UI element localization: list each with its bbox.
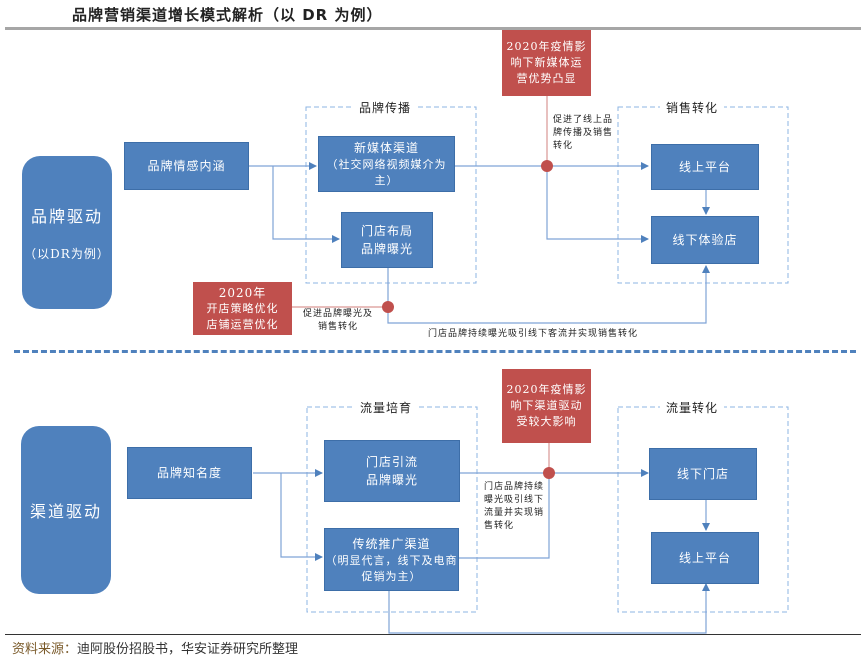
driver-channel: 渠道驱动 — [21, 426, 111, 594]
node-brand-awareness: 品牌知名度 — [127, 447, 252, 499]
note-store-traffic-conversion: 门店品牌持续曝光吸引线下流量并实现销售转化 — [484, 482, 545, 531]
driver-channel-label: 渠道驱动 — [29, 502, 102, 521]
connector-awareness-to-traditional — [280, 473, 323, 561]
node-store-traffic: 门店引流 品牌曝光 — [324, 440, 460, 502]
event-2020-channel-impact: 2020年疫情影响下渠道驱动受较大影响 — [502, 369, 591, 443]
footer-rule — [5, 634, 861, 635]
junction-dot-bottom — [543, 467, 555, 479]
node-new-media-title: 新媒体渠道 — [353, 141, 419, 155]
driver-brand: 品牌驱动 （以DR为例） — [22, 156, 112, 309]
event-store-line2: 店铺运营优化 — [206, 317, 279, 331]
node-store-traffic-sub: 品牌曝光 — [365, 473, 418, 487]
source-line: 资料来源：迪阿股份招股书，华安证券研究所整理 — [12, 638, 298, 657]
connector-traditional-to-online — [388, 583, 710, 634]
node-traditional-sub: （明显代言，线下及电商促销为主） — [325, 553, 458, 583]
driver-brand-label: 品牌驱动 — [30, 207, 103, 226]
node-new-media: 新媒体渠道 （社交网络视频媒介为主） — [318, 136, 455, 192]
note-online-promotion: 促进了线上品牌传播及销售转化 — [553, 115, 614, 151]
node-traditional-channel: 传统推广渠道 （明显代言，线下及电商促销为主） — [324, 528, 459, 591]
group-label-sales-conversion: 销售转化 — [660, 99, 725, 116]
event-store-line1: 开店策略优化 — [206, 301, 279, 315]
note-store-flow: 门店品牌持续曝光吸引线下客流并实现销售转化 — [428, 329, 639, 339]
section-divider — [14, 350, 856, 353]
node-new-media-sub: （社交网络视频媒介为主） — [326, 158, 447, 187]
connector-traditional-to-junction — [459, 473, 550, 559]
node-online-platform-bottom: 线上平台 — [651, 532, 759, 584]
junction-dot-top — [541, 160, 553, 172]
connector-source-to-store — [272, 166, 340, 243]
node-store-layout-sub: 品牌曝光 — [360, 242, 413, 256]
group-label-traffic-conversion: 流量转化 — [660, 399, 725, 416]
node-offline-store: 线下门店 — [649, 448, 757, 500]
node-online-platform-top: 线上平台 — [651, 144, 759, 190]
node-store-layout-title: 门店布局 — [360, 224, 413, 238]
event-2020-store-strategy: 2020年 开店策略优化 店铺运营优化 — [193, 282, 292, 335]
node-brand-emotion: 品牌情感内涵 — [124, 142, 249, 190]
node-offline-experience-store: 线下体验店 — [651, 216, 759, 264]
group-label-traffic-cultivation: 流量培育 — [354, 399, 419, 416]
connector-store-to-offline — [387, 265, 710, 324]
event-2020-new-media: 2020年疫情影响下新媒体运营优势凸显 — [502, 30, 591, 96]
driver-brand-sub: （以DR为例） — [24, 247, 110, 261]
node-traditional-title: 传统推广渠道 — [352, 536, 431, 551]
connector-junction-to-offline — [546, 166, 649, 243]
event-store-year: 2020年 — [218, 285, 267, 300]
node-store-traffic-title: 门店引流 — [365, 455, 418, 469]
note-brand-exposure: 促进品牌曝光及销售转化 — [302, 309, 373, 332]
title-rule — [5, 27, 861, 30]
group-label-brand-spread: 品牌传播 — [353, 99, 418, 116]
node-store-layout: 门店布局 品牌曝光 — [341, 212, 433, 268]
source-text: 迪阿股份招股书，华安证券研究所整理 — [77, 642, 299, 657]
figure-title: 品牌营销渠道增长模式解析（以 DR 为例） — [72, 6, 383, 24]
source-label: 资料来源： — [12, 642, 78, 657]
junction-dot-store — [382, 301, 394, 313]
